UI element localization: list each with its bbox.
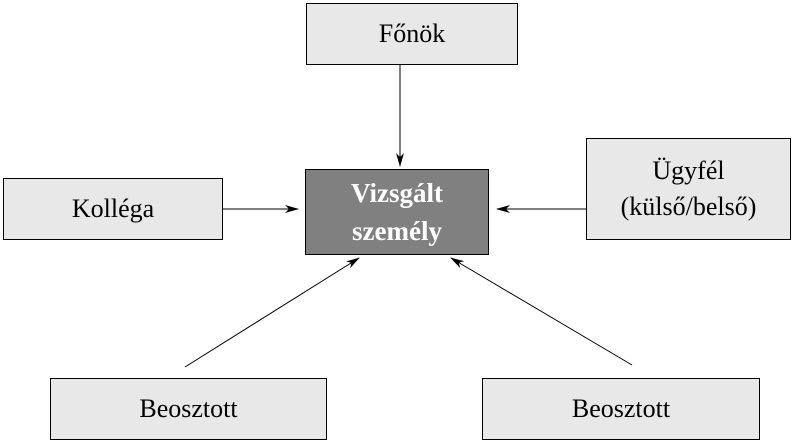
node-colleague-label: Kolléga bbox=[71, 194, 155, 223]
arrow-subordinate-right-to-subject bbox=[450, 257, 633, 366]
arrow-subordinate-left-to-subject bbox=[184, 257, 360, 368]
node-subordinate-left-label: Beosztott bbox=[139, 394, 238, 423]
node-boss-label: Főnök bbox=[378, 19, 446, 48]
node-client-line1: Ügyfél bbox=[652, 156, 725, 185]
node-subordinate-right: Beosztott bbox=[482, 378, 760, 440]
node-subordinate-left: Beosztott bbox=[50, 378, 327, 440]
node-client: Ügyfél (külső/belső) bbox=[586, 138, 791, 240]
node-client-line2: (külső/belső) bbox=[620, 192, 757, 221]
node-boss: Főnök bbox=[306, 3, 518, 65]
node-subordinate-right-label: Beosztott bbox=[571, 394, 671, 423]
node-subject: Vizsgált személy bbox=[305, 169, 489, 255]
node-subject-line2: személy bbox=[352, 216, 442, 246]
node-colleague: Kolléga bbox=[3, 178, 223, 240]
node-subject-line1: Vizsgált bbox=[351, 178, 443, 208]
